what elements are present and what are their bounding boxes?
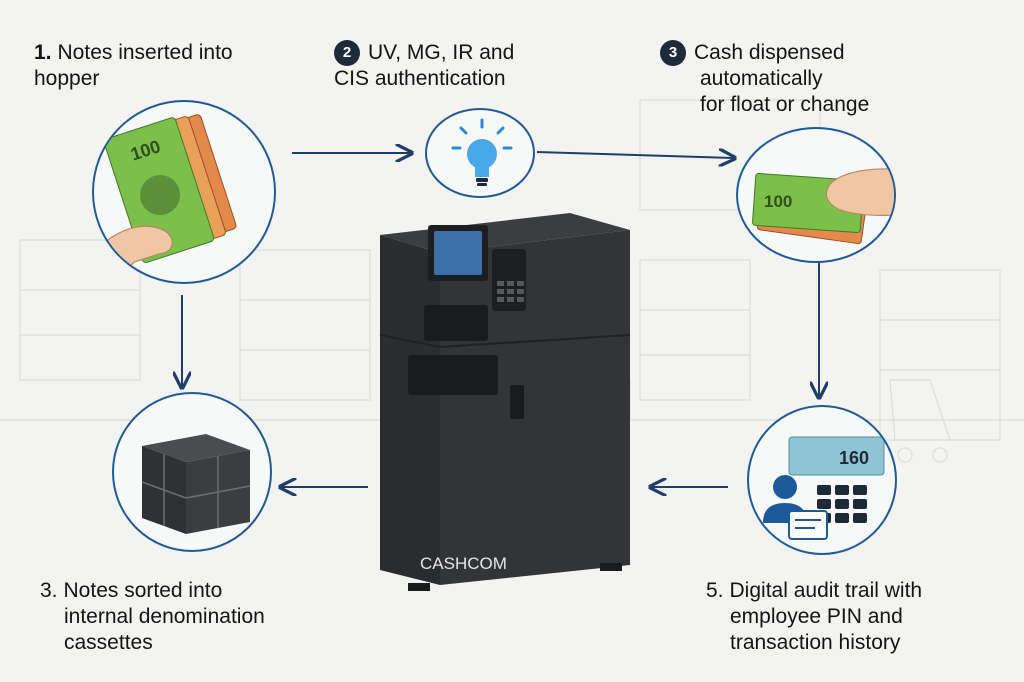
note-hopper-slot[interactable] <box>424 305 488 341</box>
step-2-label: 2 UV, MG, IR and CIS authentication <box>334 40 514 92</box>
step-5-number: 5. <box>706 579 724 602</box>
step-3-line-3: for float or change <box>700 93 870 117</box>
step-5-line-1: Digital audit trail with <box>729 579 923 602</box>
step-sort-circle <box>112 392 272 552</box>
step-sort-line-1: Notes sorted into <box>63 579 223 602</box>
step-5-line-2: employee PIN and <box>730 605 903 628</box>
step-1-label: 1.Notes inserted into hopper <box>34 40 233 92</box>
audit-note-value: 160 <box>839 448 869 468</box>
step-1-number: 1. <box>34 41 52 64</box>
machine-keypad[interactable] <box>492 249 526 311</box>
step-1-circle: 100 <box>92 100 276 284</box>
step-5-label: 5.Digital audit trail with employee PIN … <box>706 578 922 656</box>
cash-machine: CASHCOM <box>379 213 631 591</box>
step-3-line-1: Cash dispensed <box>694 41 845 64</box>
cash-dispense-slot[interactable] <box>408 355 498 395</box>
step-2-circle <box>425 108 535 198</box>
employee-keypad-icon: 160 <box>763 436 885 540</box>
lightbulb-icon <box>451 118 513 186</box>
machine-screen[interactable] <box>434 231 482 275</box>
step-sort-number: 3. <box>40 579 58 602</box>
step-1-line-1: Notes inserted into <box>57 41 233 64</box>
step-3-badge: 3 <box>660 40 686 67</box>
step-5-circle: 160 <box>747 405 897 555</box>
hand-with-notes-icon: 100 <box>94 114 237 282</box>
step-2-line-2: CIS authentication <box>334 67 506 91</box>
step-2-line-1: UV, MG, IR and <box>368 41 515 64</box>
step-sort-label: 3.Notes sorted into internal denominatio… <box>40 578 265 656</box>
dispensed-note-denomination: 100 <box>764 192 792 211</box>
step-5-line-3: transaction history <box>730 631 901 654</box>
step-sort-line-3: cassettes <box>64 631 153 654</box>
hand-dispensing-notes-icon: 100 <box>752 168 894 245</box>
machine-lock <box>510 385 524 419</box>
cassette-icon <box>141 434 251 534</box>
step-3-line-2: automatically <box>700 67 823 91</box>
machine-brand: CASHCOM <box>420 554 507 573</box>
step-2-badge: 2 <box>334 40 360 67</box>
step-3-label: 3 Cash dispensed automatically for float … <box>660 40 869 118</box>
step-3-circle: 100 <box>736 127 896 263</box>
step-sort-line-2: internal denomination <box>64 605 265 628</box>
step-1-line-2: hopper <box>34 67 100 90</box>
